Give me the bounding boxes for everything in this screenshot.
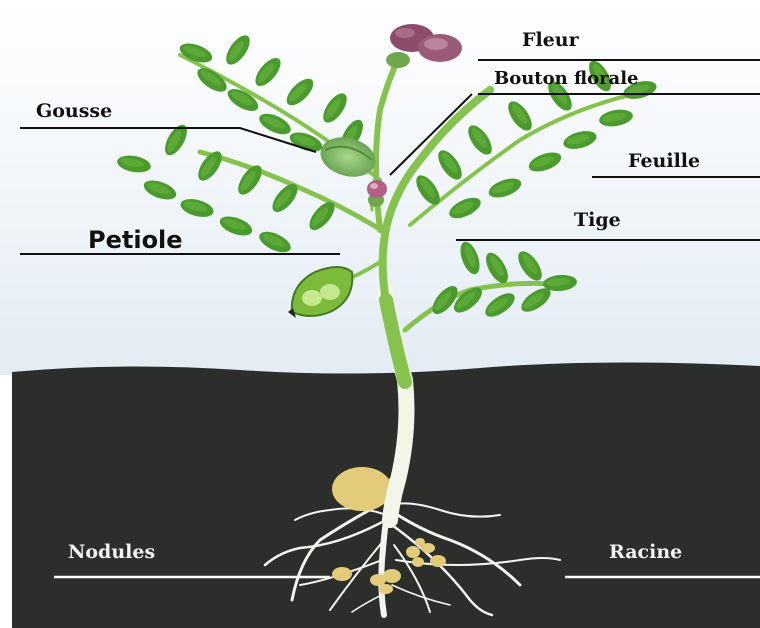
label-nodules: Nodules <box>68 543 155 562</box>
label-feuille: Feuille <box>628 152 700 171</box>
label-racine: Racine <box>609 543 682 562</box>
label-petiole: Petiole <box>88 228 183 252</box>
label-gousse: Gousse <box>36 102 112 121</box>
label-bouton-florale: Bouton florale <box>494 70 639 88</box>
label-tige: Tige <box>574 211 621 230</box>
label-fleur: Fleur <box>522 31 579 50</box>
